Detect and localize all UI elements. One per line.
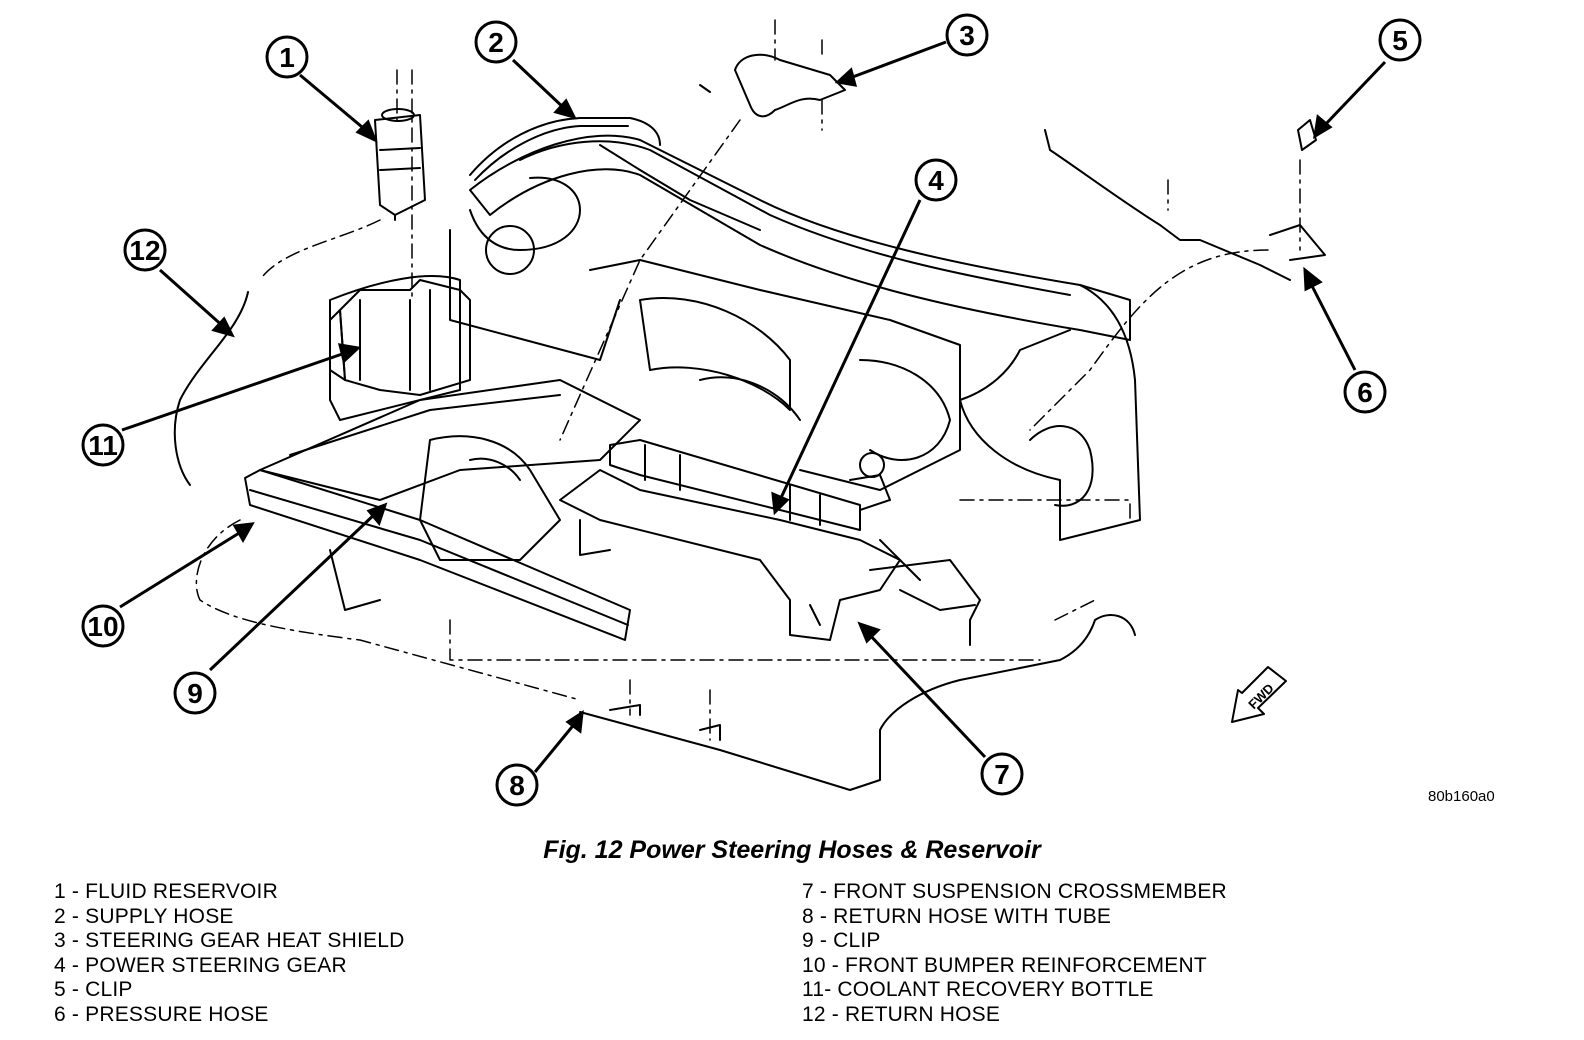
- svg-text:6: 6: [1357, 377, 1373, 408]
- legend-right: 7 - FRONT SUSPENSION CROSSMEMBER 8 - RET…: [802, 880, 1227, 1028]
- steering-gear-heat-shield: [699, 53, 846, 118]
- svg-text:3: 3: [959, 20, 975, 51]
- callout-2: 2: [474, 20, 518, 64]
- figure-caption: Fig. 12 Power Steering Hoses & Reservoir: [543, 836, 1041, 864]
- coolant-recovery-bottle: [329, 279, 471, 396]
- legend-item: 8 - RETURN HOSE WITH TUBE: [802, 904, 1112, 928]
- fwd-arrow: [1231, 666, 1287, 723]
- callout-10: 10: [81, 604, 125, 648]
- svg-text:5: 5: [1392, 25, 1408, 56]
- pressure-hose-assembly: [1044, 119, 1326, 281]
- power-steering-gear: [609, 439, 921, 581]
- svg-text:2: 2: [488, 27, 504, 58]
- callout-11: 11: [81, 423, 125, 467]
- svg-text:8: 8: [509, 770, 525, 801]
- front-suspension-crossmember: [559, 469, 981, 646]
- callout-9: 9: [173, 671, 217, 715]
- callout-1: 1: [265, 35, 309, 79]
- callout-7: 7: [980, 752, 1024, 796]
- svg-text:4: 4: [928, 165, 944, 196]
- engine-compartment-structure: [259, 134, 1141, 561]
- callout-12: 12: [123, 228, 167, 272]
- legend-item: 6 - PRESSURE HOSE: [54, 1002, 269, 1026]
- legend-item: 10 - FRONT BUMPER REINFORCEMENT: [802, 953, 1207, 977]
- callout-3: 3: [945, 13, 989, 57]
- legend-item: 12 - RETURN HOSE: [802, 1002, 1001, 1026]
- return-hose-with-tube: [579, 614, 1136, 791]
- legend-item: 1 - FLUID RESERVOIR: [54, 880, 278, 903]
- svg-text:7: 7: [994, 759, 1010, 790]
- callout-leaders: [119, 40, 1387, 773]
- svg-text:11: 11: [88, 430, 118, 461]
- svg-text:10: 10: [87, 611, 118, 642]
- svg-text:9: 9: [187, 678, 203, 709]
- legend-item: 11- COOLANT RECOVERY BOTTLE: [802, 978, 1154, 1002]
- assembly-lines: [195, 19, 1301, 741]
- legend-item: 4 - POWER STEERING GEAR: [54, 953, 347, 977]
- svg-text:12: 12: [129, 235, 160, 266]
- legend-item: 5 - CLIP: [54, 978, 133, 1002]
- legend-item: 7 - FRONT SUSPENSION CROSSMEMBER: [802, 880, 1227, 903]
- callout-6: 6: [1343, 370, 1387, 414]
- fluid-reservoir: [374, 108, 426, 221]
- power-steering-diagram: FWD 1 2 3 4 5 6 7 8 9: [81, 13, 1422, 807]
- legend-item: 2 - SUPPLY HOSE: [54, 904, 234, 928]
- callout-8: 8: [495, 763, 539, 807]
- front-bumper-reinforcement: [244, 469, 631, 641]
- legend-item: 9 - CLIP: [802, 929, 881, 953]
- legend-left: 1 - FLUID RESERVOIR 2 - SUPPLY HOSE 3 - …: [54, 880, 404, 1028]
- svg-text:1: 1: [279, 42, 295, 73]
- figure-code: 80b160a0: [1428, 788, 1495, 805]
- callout-markers: 1 2 3 4 5 6 7 8 9 10 11 12: [81, 13, 1422, 807]
- return-hose: [173, 291, 249, 486]
- callout-4: 4: [914, 158, 958, 202]
- legend-item: 3 - STEERING GEAR HEAT SHIELD: [54, 929, 405, 953]
- callout-5: 5: [1378, 18, 1422, 62]
